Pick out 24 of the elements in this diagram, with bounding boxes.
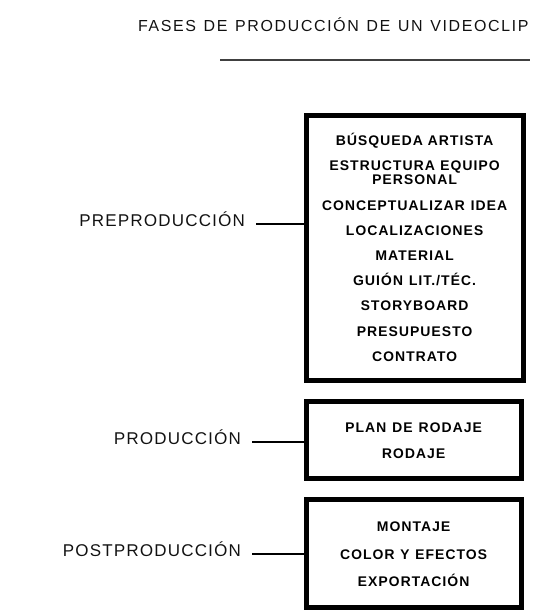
- task-text: RODAJE: [382, 446, 446, 460]
- connector-line: [256, 223, 304, 225]
- phase-label: PREPRODUCCIÓN: [60, 211, 246, 235]
- phase-box: [304, 399, 524, 481]
- task-text: CONTRATO: [372, 348, 458, 363]
- phase-box: [304, 497, 524, 610]
- connector-line: [252, 553, 304, 555]
- title: FASES DE PRODUCCIÓN DE UN VIDEOCLIP: [136, 18, 530, 36]
- task-text: CONCEPTUALIZAR IDEA: [322, 198, 508, 212]
- task-text: ESTRUCTURA EQUIPO PERSONAL: [328, 158, 502, 186]
- task-text: COLOR Y EFECTOS: [340, 546, 488, 560]
- connector-line: [252, 441, 304, 443]
- phase-label: PRODUCCIÓN: [60, 429, 242, 453]
- task-text: MATERIAL: [375, 248, 455, 262]
- task-text: PRESUPUESTO: [356, 324, 474, 338]
- task-text: MONTAJE: [376, 519, 452, 534]
- task-text: EXPORTACIÓN: [358, 574, 470, 588]
- task-text: GUIÓN LIT./TÉC.: [353, 273, 477, 288]
- task-text: PLAN DE RODAJE: [345, 420, 483, 434]
- phase-box: [304, 113, 526, 383]
- task-text: LOCALIZACIONES: [346, 222, 484, 237]
- phase-label: POSTPRODUCCIÓN: [40, 541, 242, 565]
- task-text: BÚSQUEDA ARTISTA: [336, 133, 494, 148]
- task-text: STORYBOARD: [360, 298, 470, 312]
